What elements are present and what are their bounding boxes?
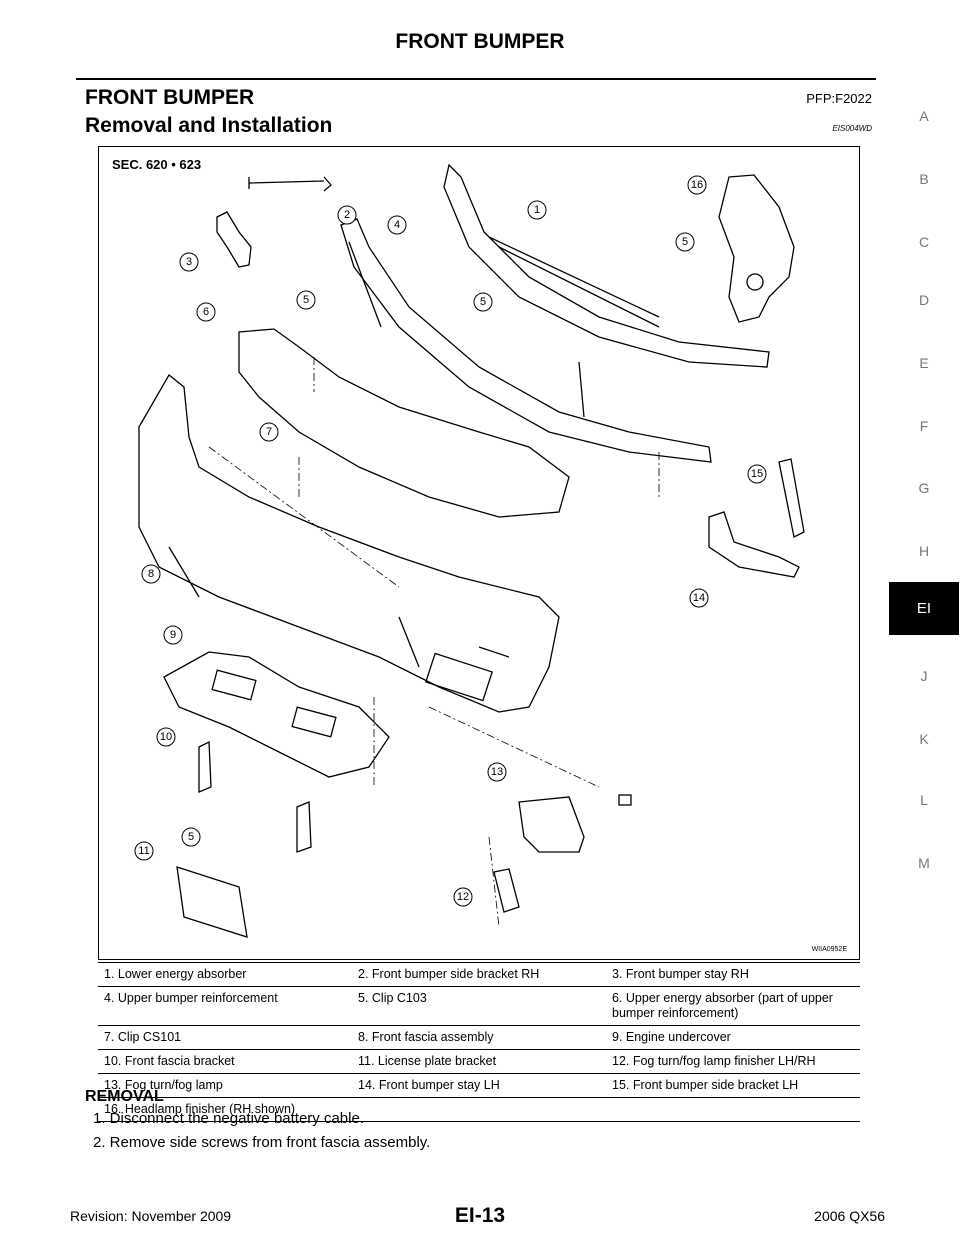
callout-5a: 5 (682, 236, 688, 248)
page-number: EI-13 (454, 1204, 506, 1227)
removal-heading: REMOVAL (85, 1088, 164, 1105)
callout-5d: 5 (188, 831, 194, 843)
legend-item: 2. Front bumper side bracket RH (358, 967, 540, 981)
legend-item: 3. Front bumper stay RH (612, 967, 749, 981)
callout-9: 9 (170, 629, 176, 641)
index-tab-h[interactable]: H (918, 543, 930, 559)
removal-step-2: 2. Remove side screws from front fascia … (93, 1134, 431, 1151)
legend-row: 4. Upper bumper reinforcement 5. Clip C1… (98, 987, 860, 1026)
index-tab-k[interactable]: K (919, 731, 929, 747)
figure-id: WIIA0952E (811, 946, 847, 953)
index-tab-f[interactable]: F (919, 418, 929, 434)
model-year: 2006 QX56 (814, 1208, 885, 1224)
bumper-exploded-view: 16 1 2 4 3 5 5 6 5 7 15 8 14 9 10 13 5 1… (134, 163, 805, 938)
callout-6: 6 (203, 306, 209, 318)
subsection-title: Removal and Installation (85, 114, 333, 137)
index-tab-a[interactable]: A (919, 108, 929, 124)
callout-11: 11 (138, 845, 149, 857)
callout-3: 3 (186, 256, 192, 268)
callout-10: 10 (160, 731, 172, 743)
index-tab-b[interactable]: B (919, 171, 929, 187)
legend-item: 7. Clip CS101 (104, 1030, 182, 1044)
lower-energy-absorber-part (443, 163, 770, 368)
legend-item: 8. Front fascia assembly (358, 1030, 494, 1044)
legend-item: 15. Front bumper side bracket LH (612, 1078, 799, 1092)
legend-item: 4. Upper bumper reinforcement (104, 991, 278, 1005)
page-header-title: FRONT BUMPER (395, 30, 565, 53)
legend-row: 1. Lower energy absorber 2. Front bumper… (98, 963, 860, 987)
front-fascia-part (138, 374, 560, 713)
legend-item: 14. Front bumper stay LH (358, 1078, 500, 1092)
sec-label: SEC. 620 • 623 (112, 157, 202, 172)
callout-13: 13 (491, 766, 503, 778)
legend-item (352, 1098, 606, 1121)
fascia-bracket-part (198, 740, 212, 793)
engine-undercover-part (163, 651, 390, 778)
callout-4: 4 (394, 219, 400, 231)
legend-row: 16. Headlamp finisher (RH shown) (98, 1098, 860, 1122)
fog-finisher-part (493, 868, 520, 913)
callout-2: 2 (344, 209, 350, 221)
index-tab-l[interactable]: L (920, 792, 928, 808)
index-tab-ei-active[interactable]: EI (889, 582, 959, 635)
section-title: FRONT BUMPER (85, 86, 255, 109)
legend-item: 13. Fog turn/fog lamp (104, 1078, 223, 1092)
legend-item: 1. Lower energy absorber (104, 967, 247, 981)
exploded-diagram: SEC. 620 • 623 (98, 146, 860, 960)
index-tab-j[interactable]: J (920, 668, 928, 684)
parts-legend: 1. Lower energy absorber 2. Front bumper… (98, 962, 860, 1122)
index-tab-d[interactable]: D (918, 292, 930, 308)
callout-5b: 5 (303, 294, 309, 306)
legend-item: 9. Engine undercover (612, 1030, 731, 1044)
header-rule (76, 78, 876, 80)
stay-rh-part (216, 211, 252, 268)
doc-code: EIS004WD (832, 124, 872, 133)
callout-5c: 5 (480, 296, 486, 308)
callout-14: 14 (693, 592, 705, 604)
legend-item: 11. License plate bracket (358, 1054, 497, 1068)
legend-item: 10. Front fascia bracket (104, 1054, 235, 1068)
stay-lh-part (708, 511, 800, 578)
callout-15: 15 (751, 468, 763, 480)
headlamp-finisher-part (718, 174, 795, 323)
removal-step-1: 1. Disconnect the negative battery cable… (93, 1110, 364, 1127)
legend-item (606, 1098, 860, 1121)
callout-12: 12 (457, 891, 469, 903)
revision-date: Revision: November 2009 (70, 1208, 232, 1224)
license-plate-bracket-part (176, 866, 248, 938)
index-tab-g[interactable]: G (918, 480, 930, 496)
upper-energy-absorber-part (238, 328, 570, 518)
legend-item: 12. Fog turn/fog lamp finisher LH/RH (612, 1054, 816, 1068)
pfp-code: PFP:F2022 (806, 91, 872, 106)
index-tab-c[interactable]: C (918, 234, 930, 250)
legend-row: 10. Front fascia bracket 11. License pla… (98, 1050, 860, 1074)
legend-item: 6. Upper energy absorber (part of upper … (612, 991, 833, 1020)
fog-lamp-part (518, 796, 585, 853)
callout-1: 1 (534, 204, 540, 216)
legend-row: 13. Fog turn/fog lamp 14. Front bumper s… (98, 1074, 860, 1098)
callout-16: 16 (691, 179, 703, 191)
callout-7: 7 (266, 426, 272, 438)
callout-8: 8 (148, 568, 154, 580)
index-tab-e[interactable]: E (919, 355, 929, 371)
legend-row: 7. Clip CS101 8. Front fascia assembly 9… (98, 1026, 860, 1050)
side-bracket-rh-part (248, 176, 332, 192)
legend-item: 5. Clip C103 (358, 991, 427, 1005)
upper-reinforcement-part (340, 218, 712, 463)
legend-item: 16. Headlamp finisher (RH shown) (104, 1102, 296, 1116)
index-tab-m[interactable]: M (918, 855, 930, 871)
